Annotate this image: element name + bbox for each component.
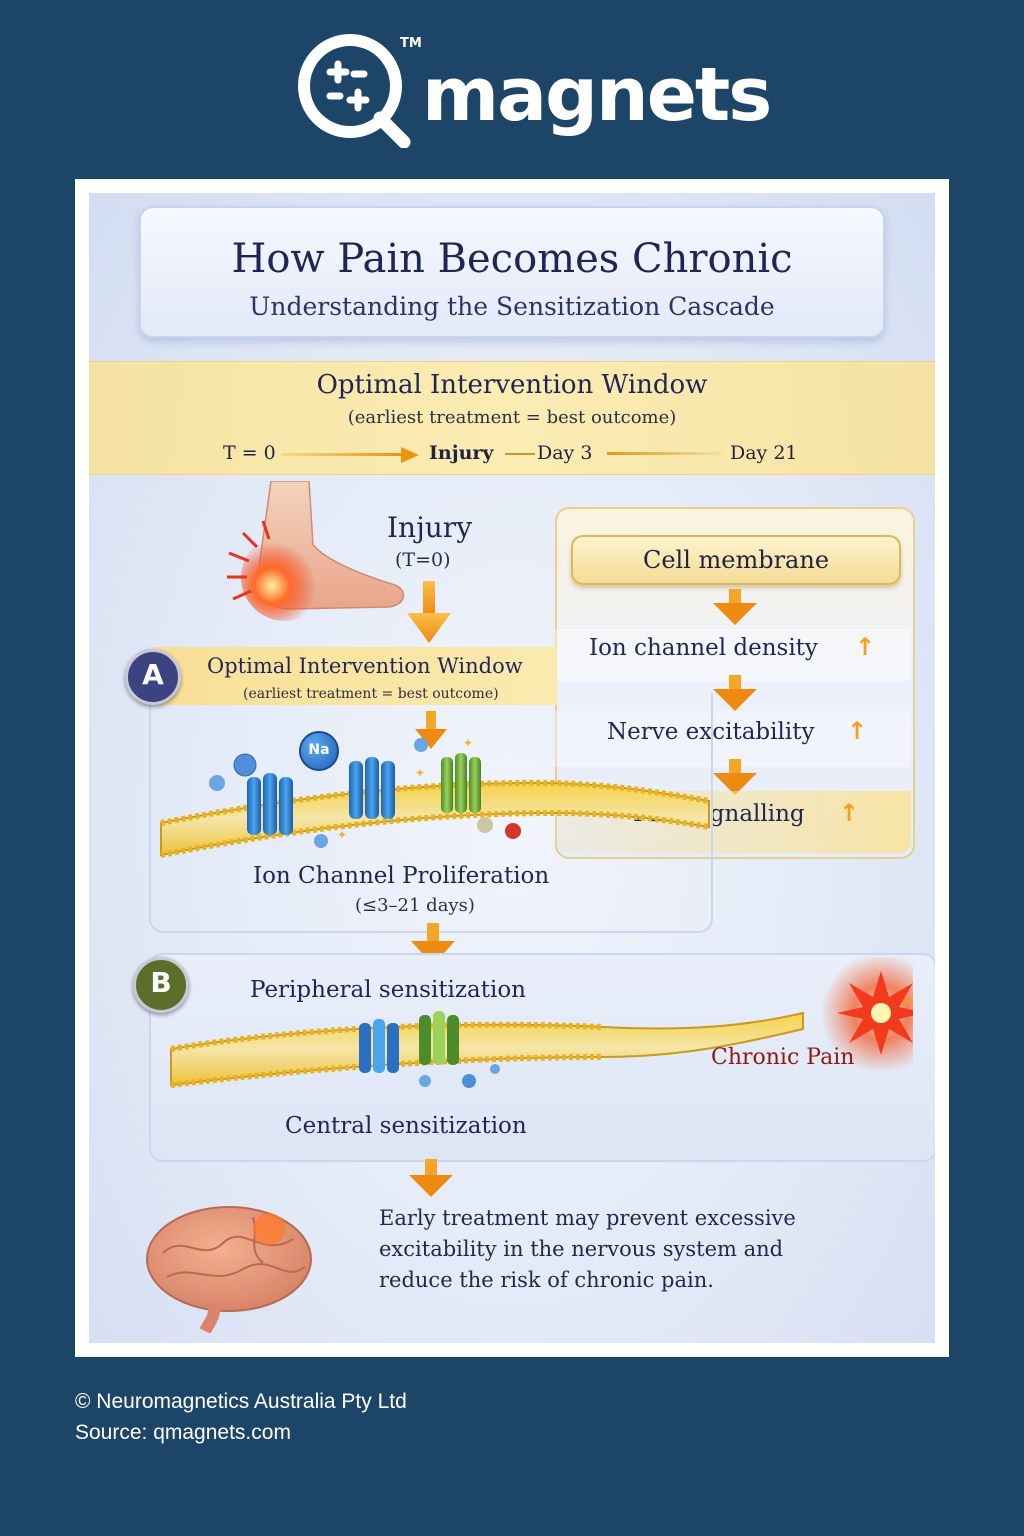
- cascade-row: [555, 711, 911, 767]
- badge-b: B: [133, 957, 189, 1013]
- window-subtitle: (earliest treatment = best outcome): [347, 407, 677, 428]
- nerve-fiber-illustration: [170, 957, 913, 1088]
- intervention-window-band: Optimal Intervention Window (earliest tr…: [89, 361, 935, 475]
- cell-membrane-label: Cell membrane: [642, 546, 830, 574]
- timeline-dash: [505, 453, 535, 455]
- injured-foot-icon: [227, 481, 405, 621]
- cascade-item-ion-density: Ion channel density: [589, 635, 818, 661]
- stage-a-subtitle: (earliest treatment = best outcome): [243, 686, 499, 702]
- window-title: Optimal Intervention Window: [316, 370, 708, 400]
- stage-a-window-band: [153, 647, 557, 705]
- peripheral-sensitization-label: Peripheral sensitization: [250, 977, 526, 1003]
- injury-time: (T=0): [395, 549, 451, 571]
- ion-channel-proliferation-label: Ion Channel Proliferation: [253, 863, 550, 889]
- timeline-arrow-icon: [281, 447, 419, 463]
- trademark-mark: TM: [400, 36, 422, 51]
- footer-copyright: © Neuromagnetics Australia Pty Ltd: [75, 1390, 407, 1413]
- badge-a: A: [125, 649, 181, 705]
- arrow-down-icon: [415, 711, 447, 749]
- infographic-panel: How Pain Becomes Chronic Understanding t…: [89, 193, 935, 1343]
- up-arrow-icon: ↑: [847, 717, 868, 745]
- up-arrow-icon: ↑: [839, 799, 860, 827]
- cascade-arrow-icon: [713, 675, 757, 711]
- footer-source: Source: qmagnets.com: [75, 1421, 291, 1444]
- timeline-day21: Day 21: [730, 442, 798, 464]
- title-box: How Pain Becomes Chronic Understanding t…: [139, 206, 885, 338]
- cascade-row: [555, 629, 911, 681]
- sodium-ion-icon: Na: [299, 731, 339, 771]
- svg-text:✦: ✦: [415, 766, 425, 780]
- cascade-arrow-icon: [713, 759, 757, 795]
- conclusion-line: excitability in the nervous system and: [379, 1237, 784, 1261]
- cell-membrane-pill: Cell membrane: [571, 535, 901, 585]
- timeline-line: [607, 452, 723, 455]
- page-subtitle: Understanding the Sensitization Cascade: [249, 292, 775, 321]
- ion-channel-membrane-illustration: ✦✦✦✦: [160, 736, 710, 858]
- brain-icon: [146, 1206, 312, 1333]
- conclusion-line: Early treatment may prevent excessive: [379, 1206, 796, 1230]
- arrow-down-icon: [407, 581, 451, 643]
- conclusion-line: reduce the risk of chronic pain.: [379, 1268, 714, 1292]
- timeline-injury: Injury: [429, 442, 494, 464]
- cascade-arrow-icon: [713, 589, 757, 625]
- svg-text:✦: ✦: [337, 828, 347, 842]
- timeline-t0: T = 0: [223, 442, 276, 464]
- cascade-item-nerve-excitability: Nerve excitability: [607, 719, 815, 745]
- up-arrow-icon: ↑: [855, 633, 876, 661]
- logo-wordmark: magnets: [422, 52, 772, 138]
- injury-label: Injury: [387, 511, 473, 544]
- svg-text:✦: ✦: [463, 736, 473, 750]
- stage-a-title: Optimal Intervention Window: [207, 654, 523, 678]
- q-logo-icon: [298, 34, 411, 148]
- arrow-down-icon: [409, 1159, 453, 1197]
- conclusion-text: Early treatment may prevent excessive ex…: [379, 1203, 796, 1296]
- chronic-pain-label: Chronic Pain: [711, 1045, 855, 1070]
- brand-logo: TM magnets: [292, 30, 772, 150]
- proliferation-days: (≤3–21 days): [355, 895, 475, 916]
- timeline-day3: Day 3: [537, 442, 593, 464]
- central-sensitization-label: Central sensitization: [285, 1113, 527, 1139]
- page-title: How Pain Becomes Chronic: [231, 236, 793, 282]
